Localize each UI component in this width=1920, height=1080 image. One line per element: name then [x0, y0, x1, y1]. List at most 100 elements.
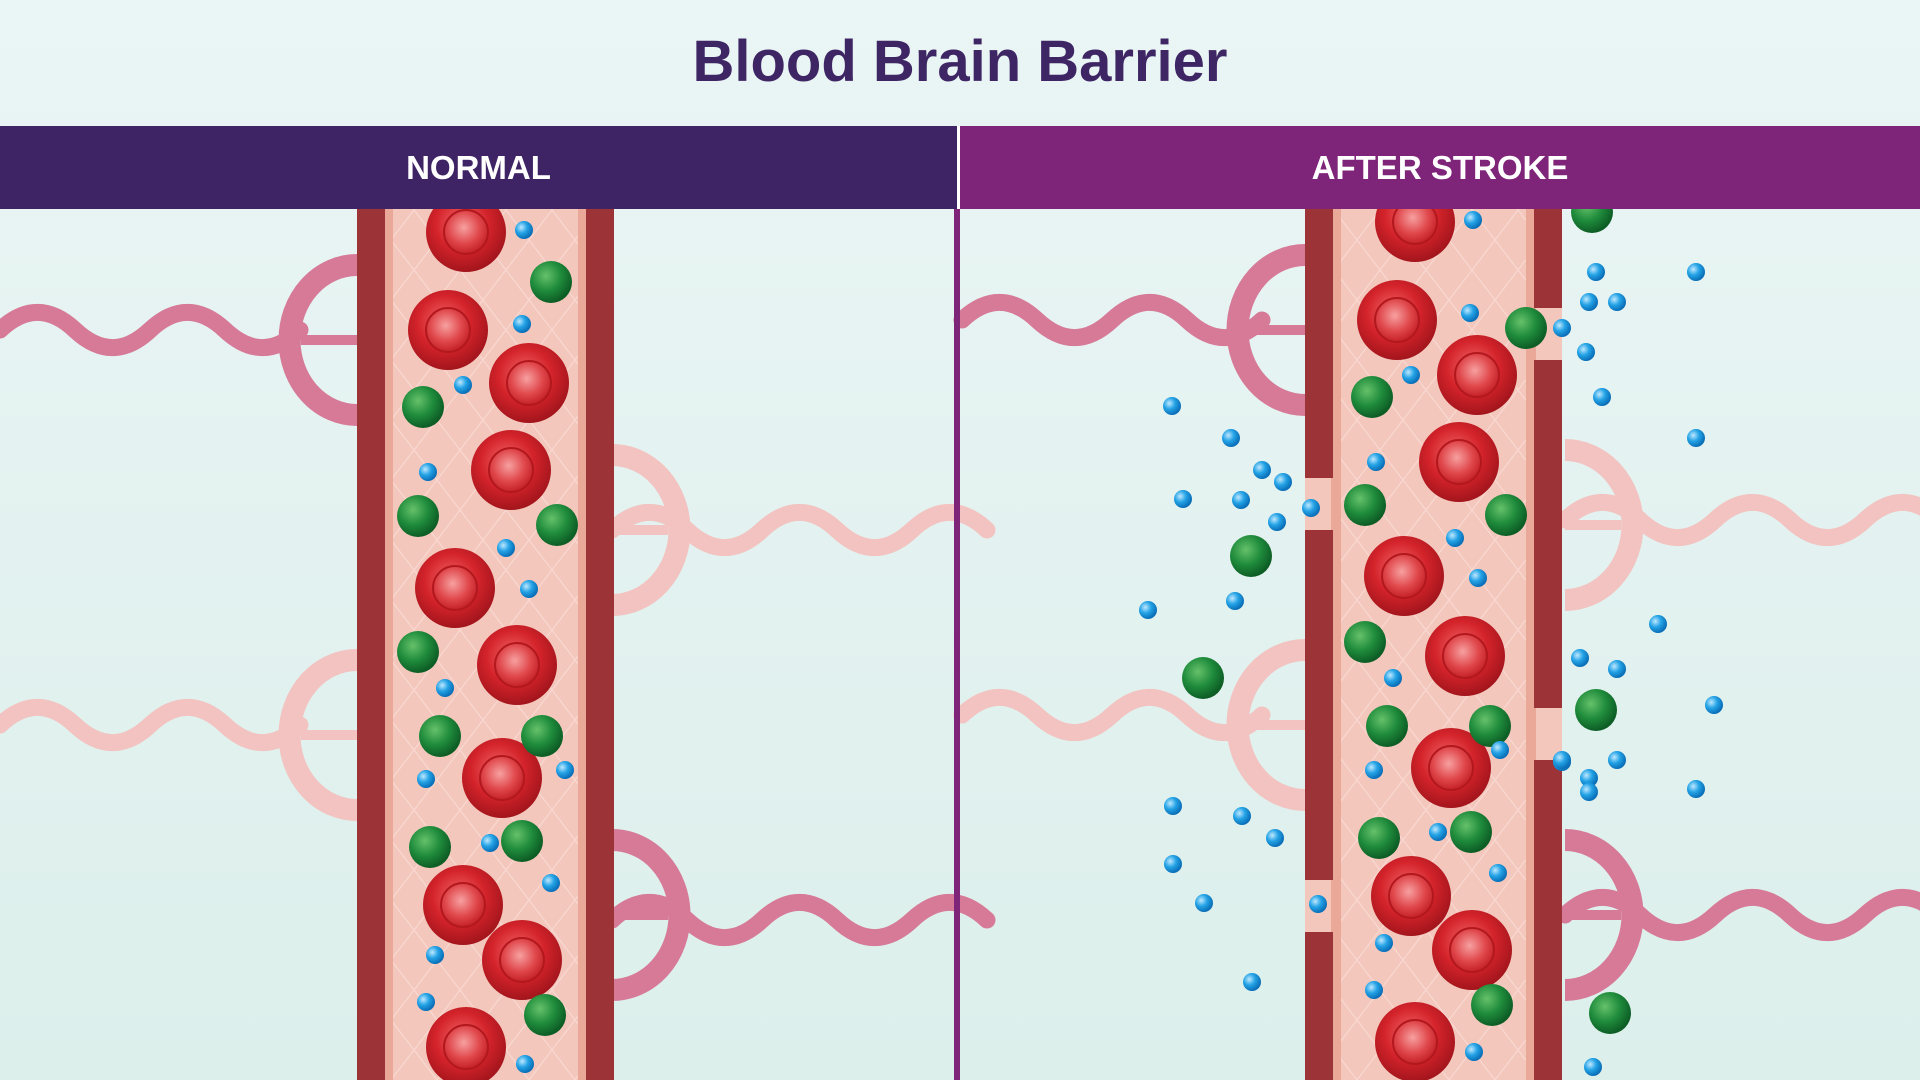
molecule-icon [520, 580, 538, 598]
red-blood-cell-icon [1437, 335, 1517, 415]
panel-divider [954, 209, 960, 1080]
red-blood-cell-icon [1432, 910, 1512, 990]
white-blood-cell-icon [536, 504, 578, 546]
vessel-wall-segment [357, 209, 385, 1080]
red-blood-cell-icon [489, 343, 569, 423]
molecule-icon [1461, 304, 1479, 322]
astrocyte-process-left-top [0, 303, 309, 357]
white-blood-cell-icon [1485, 494, 1527, 536]
molecule-icon [1139, 601, 1157, 619]
molecule-icon [1489, 864, 1507, 882]
red-blood-cell-icon [482, 920, 562, 1000]
molecule-icon [1608, 751, 1626, 769]
white-blood-cell-icon [1351, 376, 1393, 418]
molecule-icon [1222, 429, 1240, 447]
molecule-icon [1608, 293, 1626, 311]
red-blood-cell-icon [1419, 422, 1499, 502]
molecule-icon [1402, 366, 1420, 384]
red-blood-cell-icon [477, 625, 557, 705]
vessel-wall-segment [1305, 932, 1333, 1080]
vessel-wall-segment [1534, 760, 1562, 1080]
white-blood-cell-icon [1230, 535, 1272, 577]
red-blood-cell-icon [426, 1007, 506, 1080]
molecule-icon [1367, 453, 1385, 471]
red-blood-cell-icon [1411, 728, 1491, 808]
white-blood-cell-icon [1575, 689, 1617, 731]
astrocyte-endfoot-right-mid [611, 444, 691, 616]
white-blood-cell-icon [1344, 621, 1386, 663]
molecule-icon [1553, 751, 1571, 769]
astrocyte-process-left-mid [0, 698, 309, 752]
molecule-icon [1687, 429, 1705, 447]
white-blood-cell-icon [1469, 705, 1511, 747]
white-blood-cell-icon [524, 994, 566, 1036]
vessel-wall-segment [586, 209, 614, 1080]
molecule-icon [1174, 490, 1192, 508]
molecule-icon [1309, 895, 1327, 913]
red-blood-cell-icon [462, 738, 542, 818]
molecule-icon [1465, 1043, 1483, 1061]
white-blood-cell-icon [1450, 811, 1492, 853]
white-blood-cell-icon [1366, 705, 1408, 747]
molecule-icon [1469, 569, 1487, 587]
panel-label-normal: NORMAL [406, 148, 551, 186]
molecule-icon [1164, 797, 1182, 815]
molecule-icon [1577, 343, 1595, 361]
molecule-icon [1163, 397, 1181, 415]
astrocyte-process-stroke-left-top [953, 293, 1271, 347]
molecule-icon [1687, 263, 1705, 281]
molecule-icon [1491, 741, 1509, 759]
astrocyte-endfoot-stroke-right-mid [1564, 439, 1644, 611]
molecule-icon [542, 874, 560, 892]
molecule-icon [1274, 473, 1292, 491]
molecule-icon [1687, 780, 1705, 798]
red-blood-cell-icon [408, 290, 488, 370]
white-blood-cell-icon [1505, 307, 1547, 349]
molecule-icon [1232, 491, 1250, 509]
white-blood-cell-icon [1358, 817, 1400, 859]
molecule-icon [1243, 973, 1261, 991]
white-blood-cell-icon [530, 261, 572, 303]
header-separator [957, 126, 960, 209]
panel-header-normal: NORMAL [0, 126, 957, 209]
molecule-icon [419, 463, 437, 481]
white-blood-cell-icon [1589, 992, 1631, 1034]
molecule-icon [1553, 319, 1571, 337]
red-blood-cell-icon [1371, 856, 1451, 936]
molecule-icon [1429, 823, 1447, 841]
white-blood-cell-icon [409, 826, 451, 868]
molecule-icon [1266, 829, 1284, 847]
molecule-icon [1464, 211, 1482, 229]
molecule-icon [513, 315, 531, 333]
molecule-icon [417, 770, 435, 788]
astrocyte-endfoot-right-bottom [611, 829, 691, 1001]
page-title: Blood Brain Barrier [692, 29, 1228, 94]
white-blood-cell-icon [397, 495, 439, 537]
red-blood-cell-icon [423, 865, 503, 945]
red-blood-cell-icon [1375, 1002, 1455, 1080]
white-blood-cell-icon [521, 715, 563, 757]
panel-header-after-stroke: AFTER STROKE [960, 126, 1920, 209]
astrocyte-endfoot-stroke-left-mid [1226, 639, 1306, 811]
red-blood-cell-icon [471, 430, 551, 510]
molecule-icon [1587, 263, 1605, 281]
molecule-icon [1302, 499, 1320, 517]
red-blood-cell-icon [1357, 280, 1437, 360]
molecule-icon [1365, 761, 1383, 779]
molecule-icon [1226, 592, 1244, 610]
vessel-wall-segment [1305, 530, 1333, 880]
astrocyte-endfoot-left-top [278, 254, 358, 426]
astrocyte-endfoot-stroke-left-top [1226, 244, 1306, 416]
molecule-icon [1649, 615, 1667, 633]
molecule-icon [1164, 855, 1182, 873]
molecule-icon [1580, 783, 1598, 801]
molecule-icon [1384, 669, 1402, 687]
vessel-wall-segment [1305, 209, 1333, 478]
molecule-icon [1584, 1058, 1602, 1076]
molecule-icon [417, 993, 435, 1011]
molecule-icon [1268, 513, 1286, 531]
molecule-icon [1705, 696, 1723, 714]
astrocyte-endfoot-left-mid [278, 649, 358, 821]
vessel-wall-segment [1534, 209, 1562, 308]
white-blood-cell-icon [1471, 984, 1513, 1026]
